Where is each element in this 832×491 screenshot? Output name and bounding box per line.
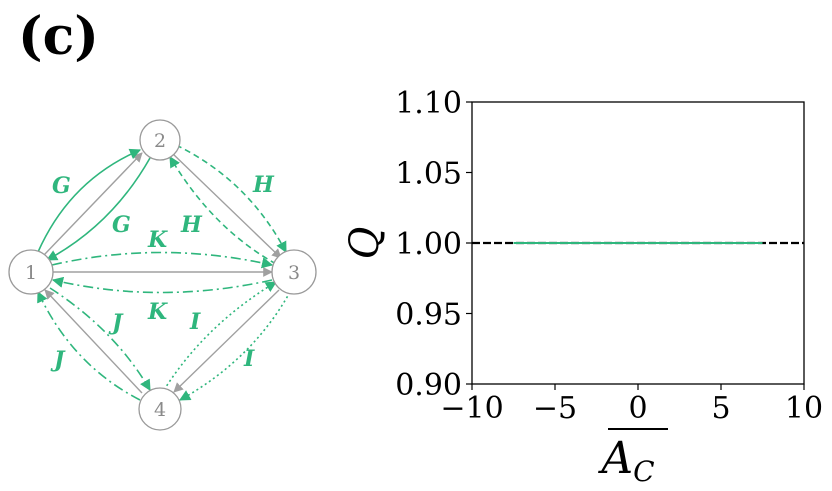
y-tick-label: 0.95: [395, 298, 462, 333]
edge-label-g-upper: G: [52, 173, 71, 199]
y-tick-label: 1.00: [395, 227, 462, 262]
svg-text:2: 2: [154, 130, 166, 152]
x-axis-label: AC: [597, 433, 654, 488]
edge-label-k-lower: K: [147, 299, 168, 325]
x-tick-label: −5: [533, 391, 577, 426]
y-tick-label: 1.10: [395, 86, 462, 121]
node-1: 1: [8, 249, 54, 295]
x-tick-label: 0: [628, 391, 647, 426]
x-tick-label: 10: [785, 391, 823, 426]
edge-1-3-green-dashdot: [51, 251, 274, 269]
x-tick-label: −10: [440, 391, 503, 426]
edge-4-3-green-dotted: [163, 281, 277, 391]
edge-3-4-gray: [173, 289, 280, 393]
edge-label-h-lower: H: [180, 212, 203, 238]
node-2: 2: [139, 119, 181, 161]
svg-text:3: 3: [288, 262, 300, 284]
x-tick-label: 5: [711, 391, 730, 426]
network-diagram: 2 1 3 4 G G H H K K J J I I: [8, 119, 317, 431]
svg-text:1: 1: [25, 262, 37, 284]
panel-label: (c): [18, 6, 99, 67]
edge-1-2-gray: [43, 152, 143, 256]
edge-label-j-lower: J: [50, 347, 66, 373]
edge-4-1-green-dashdot: [37, 290, 141, 401]
edge-label-i-lower: I: [243, 346, 255, 372]
edge-label-j-upper: J: [108, 310, 124, 336]
node-4: 4: [138, 387, 182, 431]
edge-4-1-gray: [44, 289, 143, 394]
y-tick-label: 1.05: [395, 157, 462, 192]
edge-3-2-green-dashed: [169, 156, 277, 265]
node-3: 3: [271, 249, 317, 295]
svg-text:AC: AC: [597, 433, 654, 488]
svg-text:4: 4: [154, 399, 166, 421]
axis-ticks: −10 −5 0 5 10 0.90 0.95 1.00 1.05 1.10: [395, 86, 823, 426]
edge-3-1-green-dashdot: [51, 276, 273, 294]
y-tick-label: 0.90: [395, 368, 462, 403]
edge-label-h-upper: H: [252, 172, 275, 198]
edge-2-3-gray: [171, 152, 282, 259]
edge-1-4-green-dashdot: [49, 287, 151, 391]
edge-label-g-lower: G: [112, 212, 131, 238]
chart: −10 −5 0 5 10 0.90 0.95 1.00 1.05 1.10 Q AC: [342, 86, 823, 488]
edge-label-k-upper: K: [147, 227, 168, 253]
edge-2-1-green-solid: [46, 157, 151, 261]
edge-1-2-green-solid: [37, 148, 142, 253]
edge-label-i-upper: I: [189, 309, 201, 335]
edge-3-4-green-dotted: [179, 291, 291, 401]
y-axis-label: Q: [342, 227, 388, 260]
